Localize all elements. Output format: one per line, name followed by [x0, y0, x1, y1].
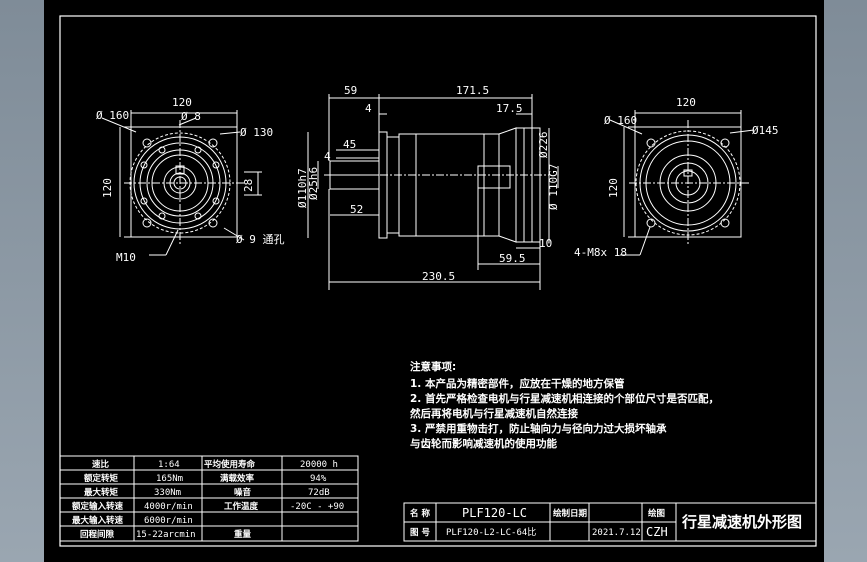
left-view	[101, 110, 262, 256]
dim-left-d130: Ø 130	[240, 126, 273, 139]
spec-r4-label2: 工作温度	[224, 501, 259, 512]
dim-side-d25h6: Ø25h6	[307, 167, 320, 200]
note-3: 3. 严禁用重物击打，防止轴向力与径向力过大损坏轴承	[410, 422, 667, 435]
title-date-label: 绘制日期	[553, 508, 588, 519]
dim-side-230-5: 230.5	[422, 270, 455, 283]
right-view	[609, 110, 755, 256]
notes-title: 注意事项:	[410, 360, 456, 373]
spec-r1-label2: 平均使用寿命	[204, 459, 256, 470]
note-1: 1. 本产品为精密部件，应放在干燥的地方保管	[410, 377, 625, 390]
spec-r6-value: 15-22arcmin	[136, 530, 196, 540]
title-name-label: 名 称	[410, 508, 430, 519]
dim-right-d145: Ø145	[752, 124, 779, 137]
title-drawer-value: CZH	[646, 525, 668, 539]
spec-r3-label: 最大转矩	[84, 487, 119, 498]
dim-left-d9: Ø 9 通孔	[236, 233, 285, 246]
spec-r6-label2: 重量	[234, 529, 252, 540]
dim-left-height: 120	[101, 178, 114, 198]
dim-side-59-5: 59.5	[499, 252, 526, 265]
spec-r5-value: 6000r/min	[144, 516, 193, 526]
dim-side-45: 45	[343, 138, 356, 151]
dim-side-d226: Ø226	[537, 132, 550, 159]
dim-right-m8: 4-M8x 18	[574, 246, 627, 259]
spec-r4-value: 4000r/min	[144, 502, 193, 512]
drawing-title: 行星减速机外形图	[681, 513, 802, 531]
note-3b: 与齿轮而影响减速机的使用功能	[410, 437, 557, 450]
title-drawno-value: PLF120-L2-LC-64比	[446, 526, 536, 538]
dim-side-52: 52	[350, 203, 363, 216]
note-2: 2. 首先严格检查电机与行星减速机相连接的个部位尺寸是否匹配，	[410, 392, 719, 405]
spec-r2-label2: 满载效率	[220, 473, 255, 484]
dim-side-4b: 4	[324, 150, 331, 163]
dim-side-10: 10	[539, 237, 552, 250]
spec-r6-label: 回程间隙	[80, 529, 115, 540]
title-drawer-label: 绘图	[648, 508, 665, 519]
dim-left-m10: M10	[116, 251, 136, 264]
dim-right-height: 120	[607, 178, 620, 198]
dim-side-171-5: 171.5	[456, 84, 489, 97]
spec-r2-value: 165Nm	[156, 474, 183, 484]
spec-r3-value: 330Nm	[154, 488, 181, 498]
title-date-value: 2021.7.12	[592, 528, 641, 538]
spec-r2-value2: 94%	[310, 474, 327, 484]
dim-right-width: 120	[676, 96, 696, 109]
title-name-value: PLF120-LC	[462, 506, 527, 520]
dim-left-d160: Ø 160	[96, 109, 129, 122]
dim-side-d110g7: Ø 110G7	[547, 164, 560, 210]
dim-side-4a: 4	[365, 102, 372, 115]
spec-r3-label2: 噪音	[234, 487, 252, 498]
dim-left-28: 28	[242, 179, 255, 192]
spec-r4-value2: -20C - +90	[290, 502, 344, 512]
spec-r1-value2: 20000 h	[300, 460, 338, 470]
dim-side-17-5: 17.5	[496, 102, 523, 115]
spec-r5-label: 最大输入转速	[72, 515, 124, 526]
spec-r1-value: 1:64	[158, 460, 180, 470]
note-2b: 然后再将电机与行星减速机自然连接	[409, 407, 578, 420]
spec-r4-label: 额定输入转速	[72, 501, 124, 512]
spec-r3-value2: 72dB	[308, 488, 330, 498]
cad-drawing: 120 Ø 160 Ø 8 Ø 130 120 28 Ø 9 通孔 M10	[59, 15, 817, 547]
title-drawno-label: 图 号	[410, 528, 430, 538]
title-block-grid	[403, 502, 817, 542]
drawing-canvas[interactable]: 120 Ø 160 Ø 8 Ø 130 120 28 Ø 9 通孔 M10	[44, 0, 824, 562]
dim-left-d8: Ø 8	[181, 110, 201, 123]
spec-r2-label: 额定转矩	[84, 473, 119, 484]
dim-side-59: 59	[344, 84, 357, 97]
drawing-border	[59, 15, 817, 547]
dim-left-width: 120	[172, 96, 192, 109]
spec-r1-label: 速比	[92, 459, 110, 470]
dim-side-d110h7: Ø110h7	[296, 168, 309, 208]
spec-table-grid	[59, 455, 359, 542]
side-view	[307, 94, 559, 290]
dim-right-d160: Ø 160	[604, 114, 637, 127]
